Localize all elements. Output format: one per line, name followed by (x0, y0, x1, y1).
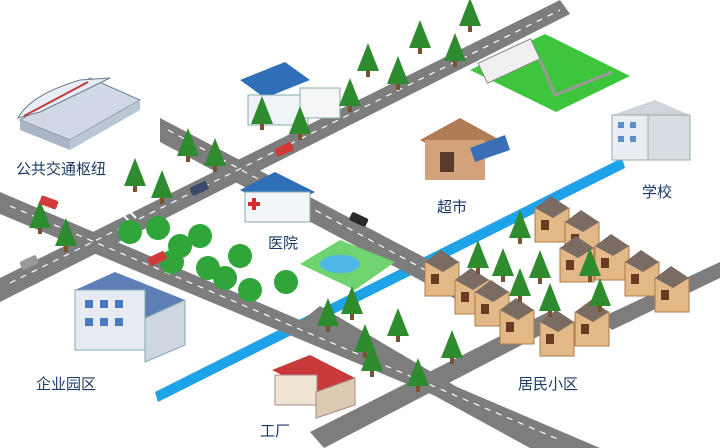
tree (146, 216, 170, 240)
tree (357, 43, 379, 77)
enterprise-building (74, 272, 186, 363)
tree (124, 158, 146, 192)
label-hospital: 医院 (268, 234, 299, 252)
label-enterprise-park: 企业园区 (36, 375, 97, 393)
house (594, 234, 630, 281)
tree (274, 270, 298, 294)
house (499, 298, 535, 345)
road-bottom (310, 312, 560, 448)
label-supermarket: 超市 (437, 198, 468, 216)
tree (361, 343, 383, 377)
tree (589, 278, 611, 312)
tree (151, 170, 173, 204)
tree (339, 78, 361, 112)
house (534, 196, 570, 243)
house (424, 250, 460, 297)
road-top-left (160, 118, 494, 312)
tree (251, 96, 273, 130)
house (574, 300, 610, 347)
tree (354, 324, 376, 358)
label-residential: 居民小区 (518, 375, 579, 393)
field-track (538, 59, 613, 97)
tree (341, 286, 363, 320)
hospital-building (240, 172, 315, 223)
tree (317, 298, 339, 332)
tree (509, 210, 531, 244)
tree (213, 266, 237, 290)
tree (188, 224, 212, 248)
field-building (477, 38, 541, 84)
tree (228, 244, 252, 268)
tree (55, 218, 77, 252)
label-transport-hub: 公共交通枢纽 (16, 160, 107, 178)
school-building (611, 100, 691, 161)
tree (467, 240, 489, 274)
tree (160, 250, 184, 274)
tree (177, 128, 199, 162)
tree (289, 106, 311, 140)
tree (441, 330, 463, 364)
tree (387, 308, 409, 342)
park-pond (320, 255, 360, 273)
tree (29, 200, 51, 234)
tree (459, 0, 481, 32)
factory-building (272, 355, 356, 419)
label-school: 学校 (642, 183, 673, 201)
house (654, 266, 690, 313)
tree (204, 138, 226, 172)
tree (539, 283, 561, 317)
transport-hub-building (17, 77, 142, 150)
supermarket-building (420, 118, 510, 180)
house (624, 250, 660, 297)
tree (387, 56, 409, 90)
tree (409, 20, 431, 54)
river (155, 158, 625, 402)
tree (509, 268, 531, 302)
cars (19, 142, 369, 270)
tree (492, 248, 514, 282)
lane-markings (9, 9, 561, 441)
tree (444, 33, 466, 67)
residential-houses (424, 196, 690, 357)
tree (407, 358, 429, 392)
tree (579, 248, 601, 282)
trees (29, 0, 611, 392)
label-factory: 工厂 (260, 422, 291, 440)
tree (529, 250, 551, 284)
house (539, 310, 575, 357)
tree (238, 278, 262, 302)
tree (118, 220, 142, 244)
